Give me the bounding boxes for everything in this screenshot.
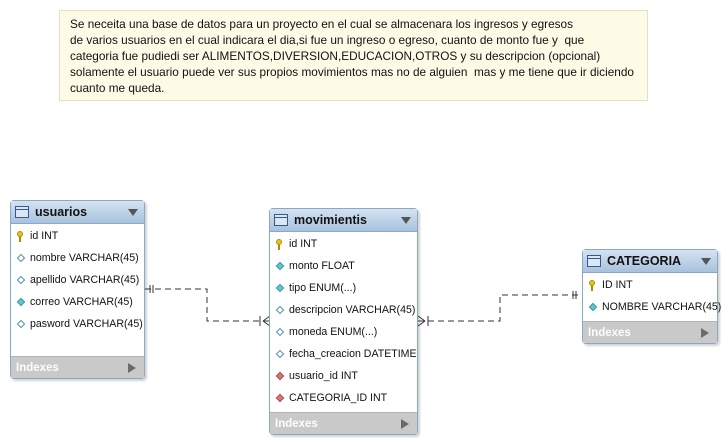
relationship-categoria-movimientis[interactable] (417, 291, 583, 327)
expand-arrow-icon[interactable] (701, 328, 709, 338)
column-row[interactable]: apellido VARCHAR(45) (11, 269, 144, 291)
column-row[interactable]: CATEGORIA_ID INT (270, 387, 417, 409)
column-row[interactable]: ID INT (583, 274, 717, 296)
relationship-usuarios-movimientis[interactable] (145, 285, 271, 327)
table-movimientis[interactable]: movimientis id INT monto FLOAT tipo ENUM… (269, 208, 418, 435)
column-label: ID INT (602, 279, 633, 291)
note-line: solamente el usuario puede ver sus propi… (70, 65, 634, 79)
expand-arrow-icon[interactable] (128, 363, 136, 373)
table-title: movimientis (294, 213, 367, 227)
column-row[interactable]: usuario_id INT (270, 365, 417, 387)
column-row[interactable]: fecha_creacion DATETIME (270, 343, 417, 365)
column-icon (275, 305, 285, 315)
indexes-section[interactable]: Indexes (583, 321, 717, 343)
column-row[interactable]: nombre VARCHAR(45) (11, 247, 144, 269)
primary-key-icon (275, 239, 285, 250)
indexes-section[interactable]: Indexes (270, 412, 417, 434)
note-line: Se neceita una base de datos para un pro… (70, 17, 573, 31)
column-icon (275, 349, 285, 359)
table-icon (587, 255, 601, 267)
column-label: nombre VARCHAR(45) (30, 252, 139, 264)
column-icon (16, 253, 26, 263)
column-label: monto FLOAT (289, 260, 355, 272)
column-label: usuario_id INT (289, 370, 358, 382)
column-label: id INT (289, 238, 318, 250)
column-label: id INT (30, 230, 59, 242)
column-label: apellido VARCHAR(45) (30, 274, 140, 286)
table-title: usuarios (35, 205, 88, 219)
column-row[interactable]: id INT (270, 233, 417, 255)
column-label: tipo ENUM(...) (289, 282, 357, 294)
column-list: id INT monto FLOAT tipo ENUM(...) descri… (270, 232, 417, 409)
column-row[interactable]: monto FLOAT (270, 255, 417, 277)
note-line: de varios usuarios en el cual indicara e… (70, 33, 585, 47)
column-row[interactable]: NOMBRE VARCHAR(45) (583, 296, 721, 318)
collapse-arrow-icon[interactable] (128, 209, 138, 216)
expand-arrow-icon[interactable] (401, 419, 409, 429)
column-label: pasword VARCHAR(45) (30, 318, 143, 330)
column-row[interactable]: correo VARCHAR(45) (11, 291, 144, 313)
not-null-column-icon (275, 261, 285, 271)
column-icon (16, 275, 26, 285)
not-null-column-icon (275, 283, 285, 293)
table-title: CATEGORIA (607, 254, 682, 268)
table-usuarios[interactable]: usuarios id INT nombre VARCHAR(45) apell… (10, 200, 145, 379)
table-header[interactable]: CATEGORIA (583, 250, 717, 273)
primary-key-icon (16, 231, 26, 242)
indexes-label: Indexes (16, 361, 59, 374)
not-null-column-icon (588, 302, 598, 312)
collapse-arrow-icon[interactable] (401, 217, 411, 224)
column-label: fecha_creacion DATETIME (289, 348, 417, 360)
not-null-column-icon (16, 297, 26, 307)
column-label: descripcion VARCHAR(45) (289, 304, 416, 316)
column-label: NOMBRE VARCHAR(45) (602, 301, 722, 313)
table-icon (15, 206, 29, 218)
note-line: cuanto me queda. (70, 81, 165, 95)
indexes-label: Indexes (588, 326, 631, 339)
column-list: id INT nombre VARCHAR(45) apellido VARCH… (11, 224, 144, 335)
primary-key-icon (588, 280, 598, 291)
column-label: CATEGORIA_ID INT (289, 392, 388, 404)
column-row[interactable]: id INT (11, 225, 144, 247)
column-row[interactable]: descripcion VARCHAR(45) (270, 299, 417, 321)
indexes-section[interactable]: Indexes (11, 356, 144, 378)
table-categoria[interactable]: CATEGORIA ID INT NOMBRE VARCHAR(45) Inde… (582, 249, 721, 344)
column-icon (275, 327, 285, 337)
note-line: categoria fue pudiedi ser ALIMENTOS,DIVE… (70, 49, 601, 63)
column-list: ID INT NOMBRE VARCHAR(45) (583, 273, 721, 318)
column-row[interactable]: tipo ENUM(...) (270, 277, 417, 299)
indexes-label: Indexes (275, 417, 318, 430)
column-icon (16, 319, 26, 329)
column-row[interactable]: pasword VARCHAR(45) (11, 313, 144, 335)
table-header[interactable]: movimientis (270, 209, 417, 232)
table-header[interactable]: usuarios (11, 201, 144, 224)
foreign-key-icon (275, 371, 285, 381)
column-row[interactable]: moneda ENUM(...) (270, 321, 417, 343)
column-label: correo VARCHAR(45) (30, 296, 133, 308)
foreign-key-icon (275, 393, 285, 403)
column-label: moneda ENUM(...) (289, 326, 378, 338)
description-note: Se neceita una base de datos para un pro… (59, 10, 648, 101)
collapse-arrow-icon[interactable] (701, 258, 711, 265)
table-icon (274, 214, 288, 226)
